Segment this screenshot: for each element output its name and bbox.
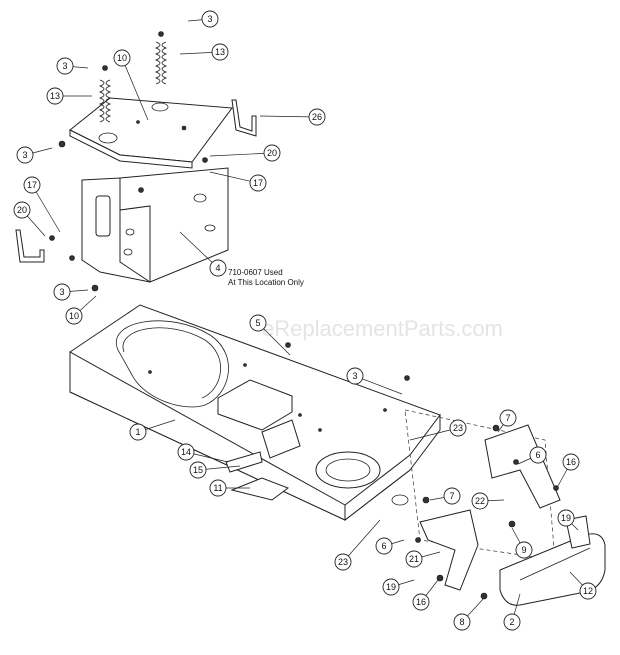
callout-circle-c10b	[65, 307, 83, 325]
callout-label-c2: 2	[509, 617, 514, 627]
bumper	[499, 533, 606, 606]
callout-circle-c26	[308, 108, 326, 126]
callout-circle-c1	[129, 423, 147, 441]
callout-label-c26: 26	[312, 112, 322, 122]
callout-circle-c14	[177, 443, 195, 461]
callout-label-c5: 5	[255, 318, 260, 328]
callout-label-c6b: 6	[381, 541, 386, 551]
callout-circle-c23a	[449, 419, 467, 437]
callout-circle-c23b	[334, 553, 352, 571]
callout-circle-c19b	[382, 578, 400, 596]
callout-label-c3e: 3	[352, 371, 357, 381]
callout-label-c22: 22	[475, 496, 485, 506]
callout-circle-c13a	[46, 87, 64, 105]
top-plate	[69, 97, 233, 163]
callout-circle-c3c	[16, 146, 34, 164]
callout-leader-c17b	[31, 184, 61, 233]
callout-label-c23b: 23	[338, 557, 348, 567]
callout-label-c20b: 20	[17, 205, 27, 215]
callout-circle-c17b	[23, 176, 41, 194]
callout-label-c6a: 6	[535, 450, 540, 460]
bracket-right	[484, 424, 561, 509]
callout-label-c10a: 10	[117, 53, 127, 63]
callout-label-c12: 12	[583, 586, 593, 596]
callout-circle-c2	[503, 613, 521, 631]
callout-circle-c16b	[412, 593, 430, 611]
callout-circle-c21	[405, 550, 423, 568]
callout-label-c7a: 7	[505, 413, 510, 423]
callout-label-c10b: 10	[69, 311, 79, 321]
callout-leader-c23b	[342, 519, 381, 563]
callout-label-c19a: 19	[561, 513, 571, 523]
callout-label-c17b: 17	[27, 180, 37, 190]
callout-label-c8: 8	[459, 617, 464, 627]
callout-leader-c10a	[121, 57, 149, 121]
main-frame	[69, 304, 441, 522]
note-line-2: At This Location Only	[228, 278, 304, 287]
callout-label-c19b: 19	[386, 582, 396, 592]
callout-circle-c20b	[13, 201, 31, 219]
callout-circle-c7a	[499, 409, 517, 427]
callout-leader-c26	[259, 115, 318, 118]
callout-circle-c4	[209, 259, 227, 277]
callout-circle-c8	[453, 613, 471, 631]
callout-circle-c16a	[562, 453, 580, 471]
callout-label-c3b: 3	[62, 61, 67, 71]
callout-circle-c3d	[53, 283, 71, 301]
callout-circle-c17a	[249, 174, 267, 192]
callout-label-c3d: 3	[59, 287, 64, 297]
callout-leader-c20a	[209, 152, 273, 157]
callout-circle-c6b	[375, 537, 393, 555]
callout-label-c9: 9	[521, 545, 526, 555]
callout-label-c20a: 20	[267, 148, 277, 158]
callout-label-c4: 4	[215, 263, 220, 273]
callout-label-c16b: 16	[416, 597, 426, 607]
callout-label-c16a: 16	[566, 457, 576, 467]
callout-circle-c19a	[557, 509, 575, 527]
callout-circle-c5	[249, 314, 267, 332]
callout-leader-c4	[179, 231, 219, 269]
callout-label-c14: 14	[181, 447, 191, 457]
note-line-1: 710-0607 Used	[228, 268, 283, 277]
callout-label-c17a: 17	[253, 178, 263, 188]
callout-circle-c15	[189, 461, 207, 479]
callout-label-c1: 1	[135, 427, 140, 437]
callout-circle-c12	[579, 582, 597, 600]
callout-label-c21: 21	[409, 554, 419, 564]
callout-circle-c22	[471, 492, 489, 510]
strap-left	[15, 229, 45, 263]
callout-circle-c9	[515, 541, 533, 559]
callout-circle-c7b	[443, 487, 461, 505]
callout-label-c3c: 3	[22, 150, 27, 160]
callout-circle-c3b	[56, 57, 74, 75]
callout-circle-c20a	[263, 144, 281, 162]
bracket-lower	[419, 509, 479, 591]
strap-right	[231, 99, 257, 137]
upper-assembly	[15, 31, 257, 292]
callout-circle-c13b	[211, 43, 229, 61]
callout-label-c15: 15	[193, 465, 203, 475]
spring-left	[98, 79, 112, 123]
callout-circle-c10a	[113, 49, 131, 67]
callout-label-c13a: 13	[50, 91, 60, 101]
watermark: eReplacementParts.com	[262, 316, 503, 341]
callout-label-c11: 11	[213, 483, 222, 493]
callout-circle-c11	[209, 479, 227, 497]
callout-circle-c3e	[346, 367, 364, 385]
callout-circle-c6a	[529, 446, 547, 464]
callout-label-c3a: 3	[207, 14, 212, 24]
callout-label-c7b: 7	[449, 491, 454, 501]
callout-label-c13b: 13	[215, 47, 225, 57]
spring-right	[154, 41, 168, 85]
callout-circle-c3a	[201, 10, 219, 28]
callout-label-c23a: 23	[453, 423, 463, 433]
front-assembly	[225, 342, 606, 606]
callouts: 3 3 3 3 3 10 10 13 13 26 20 20 17 17 4 5 1 23 23 7 7 6 6 16 16 14…	[13, 10, 597, 631]
